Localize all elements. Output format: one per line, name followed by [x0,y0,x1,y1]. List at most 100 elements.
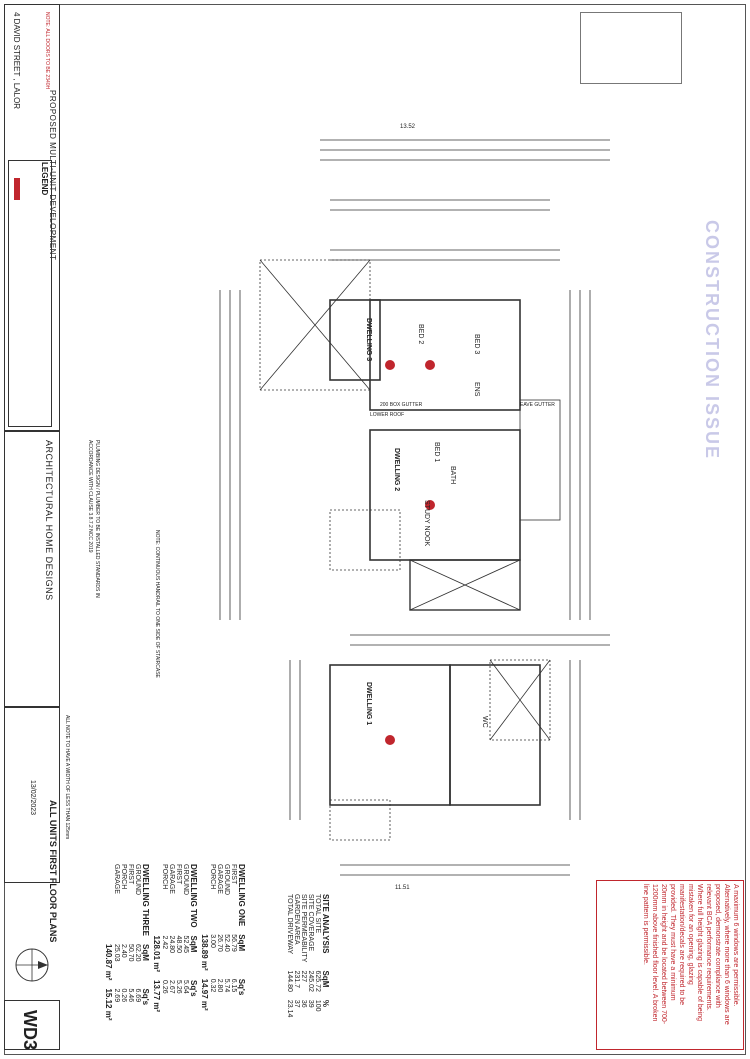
window-note-line: line pattern is permissible. [642,884,649,965]
window-note-line: Alternatively, where more than 6 windows… [723,884,730,1025]
label-bed-1-text: BED 1 [433,442,440,463]
site-analysis-cell-sqm: 227 [300,970,307,983]
site-analysis-cell-sqm: 144.80 [286,970,293,992]
dwelling-cell-label: FIRST [175,864,182,885]
plumbing-note-text: PLUMBING DESIGN / PLUMBER TO BE INSTALLE… [87,440,100,598]
label-bed-1: BED 1 [433,442,440,462]
drawing-number-box [4,1000,60,1050]
dwelling-total-sqm: 138.89 m² [200,934,209,971]
label-dwelling-3-text: DWELLING 3 [365,318,372,362]
project-address: 4 DAVID STREET , LALOR [12,12,21,110]
note-doors: NOTE: ALL DOORS TO BE 2340H [43,12,50,89]
balustrade-note-text: ALL NOTE TO HAVE A WIDTH OF LESS THAN 12… [64,715,70,840]
dwelling-cell-label: GROUND [134,864,141,896]
dwelling-total-sqs: 14.97 m² [200,978,209,1011]
dim-overall-bottom: 11.51 [395,885,410,892]
plumbing-note: PLUMBING DESIGN / PLUMBER TO BE INSTALLE… [86,440,100,620]
label-dwelling-3: DWELLING 3 [365,318,372,361]
label-study-nook-text: STUDY NOOK [423,500,430,547]
label-wc-text: WC [481,716,488,728]
window-note-line: 1200mm above finished floor level. A bro… [651,884,658,1022]
label-dwelling-2-text: DWELLING 2 [393,448,400,492]
note-doors-text: NOTE: ALL DOORS TO BE 2340H [44,12,50,90]
sheet-title: ALL UNITS FIRST FLOOR PLANS [48,800,58,943]
window-note-line: mistaken for an opening, glazing [687,884,694,985]
label-bed-2-text: BED 2 [417,324,424,345]
dwelling-col-sqm: SqM [141,944,150,961]
company-name: ARCHITECTURAL HOME DESIGNS [44,440,54,601]
label-ens: ENS [473,382,480,396]
handrail-note-text: NOTE: CONTINUOUS HANDRAIL TO ONE SIDE OF… [154,530,160,678]
sheet-date-text: 13/02/2023 [29,780,36,816]
site-analysis-cell-pct: 36 [300,999,307,1008]
label-bed-3: BED 3 [473,334,480,354]
window-note-line: 20mm in height and be located between 70… [660,884,667,1025]
dwelling-total-sqm: 128.01 m² [152,935,161,973]
sheet-title-text: ALL UNITS FIRST FLOOR PLANS [48,800,58,943]
label-box-gutter-text: 200 BOX GUTTER [380,402,423,408]
dwelling-col-sqs: Sq's [189,980,198,997]
label-bed-3-text: BED 3 [473,334,480,355]
dwelling-cell-label: PORCH [120,864,127,890]
label-study-nook: STUDY NOOK [423,500,430,546]
dwelling-cell-sqs: 5.64 [182,980,189,994]
dwelling-cell-sqm: 48.50 [175,935,182,954]
label-bath-text: BATH [449,466,456,485]
dwelling-col-sqs: Sq's [141,988,150,1006]
company-name-text: ARCHITECTURAL HOME DESIGNS [44,440,54,601]
sheet-title-box [4,706,60,883]
dwelling-col-sqm: SqM [189,935,198,953]
label-dwelling-1: DWELLING 1 [365,682,372,725]
site-analysis-col-sqm: SqM [321,970,330,988]
window-note-line: relevant BCA performance requirements. [705,884,712,1011]
site-analysis-cell-sqm: 625.72 [314,970,321,992]
dwelling-col-sqm: SqM [237,934,246,952]
site-analysis-cell-pct: 23.14 [286,999,293,1018]
dwelling-cell-sqs: 2.80 [216,978,223,993]
handrail-note: NOTE: CONTINUOUS HANDRAIL TO ONE SIDE OF… [153,530,160,678]
north-arrow-icon [15,948,49,982]
drawing-number: WD3 [19,1010,40,1050]
window-note-line: proposed, demonstrate compliance with [714,884,721,1008]
site-analysis-cell-label: SITE PERMEABILITY [300,894,307,963]
dwelling-cell-sqs: 2.67 [168,980,175,994]
dwelling-cell-sqm: 52.40 [223,934,230,952]
label-bed-2: BED 2 [417,324,424,344]
dwelling-total-sqs: 13.77 m² [152,980,161,1013]
legend-box [8,160,52,427]
label-bath: BATH [449,466,456,484]
dwelling-cell-sqm: 56.79 [230,934,237,952]
dwelling-cell-sqs: 2.69 [113,988,120,1003]
dwelling-cell-sqs: 5.26 [175,980,182,994]
window-note-box [596,880,744,1050]
dwelling-cell-sqm: 62.20 [134,944,141,962]
dwelling-cell-sqm: 25.03 [113,944,120,962]
label-box-gutter: 200 BOX GUTTER [380,402,422,409]
label-ens-text: ENS [473,382,480,397]
dim-overall-top-text: 13.52 [400,124,416,130]
window-note-line: provided. They must have a minimum [669,884,676,1001]
dwelling-cell-sqm: 50.70 [127,944,134,962]
drawing-number-text: WD3 [20,1010,40,1050]
project-line-2: 4 DAVID STREET , LALOR [12,12,21,110]
dwelling-cell-label: PORCH [161,864,168,890]
label-lower-roof: LOWER ROOF [370,412,404,419]
dwelling-cell-sqm: 2.42 [161,935,168,950]
dwelling-cell-label: FIRST [127,864,134,885]
dwelling-total-blank [104,860,113,940]
dwelling-cell-sqs: 6.69 [134,988,141,1003]
